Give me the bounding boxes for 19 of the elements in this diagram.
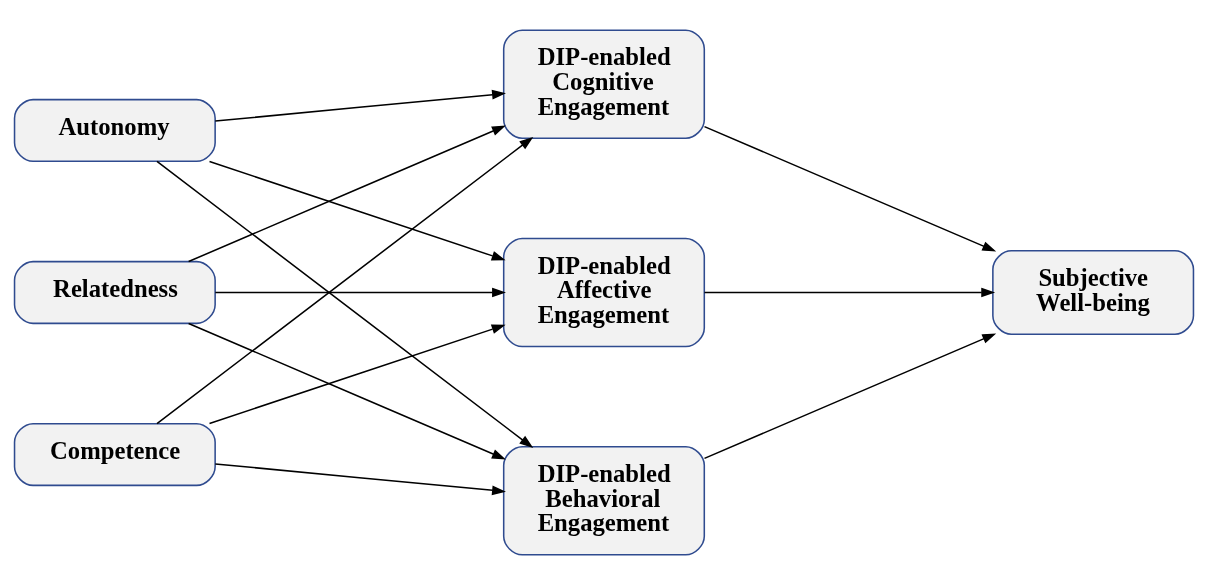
node-box: Autonomy <box>13 98 216 163</box>
arrow <box>703 333 997 460</box>
arrow <box>187 125 506 263</box>
node-box: Competence <box>13 422 216 487</box>
arrow <box>156 160 534 449</box>
arrow <box>208 324 506 425</box>
arrow <box>156 136 534 425</box>
node-box: DIP-enabled Behavioral Engagement <box>502 446 706 556</box>
node-box: Relatedness <box>13 260 216 325</box>
arrow <box>703 125 997 252</box>
arrow <box>214 89 506 122</box>
arrow <box>703 287 996 298</box>
node-box: Subjective Well-being <box>992 250 1195 335</box>
node-box: DIP-enabled Affective Engagement <box>502 237 706 348</box>
arrow <box>208 160 506 261</box>
arrow <box>214 463 506 496</box>
node-box: DIP-enabled Cognitive Engagement <box>502 29 706 139</box>
arrow <box>187 322 506 460</box>
arrow <box>214 287 506 298</box>
